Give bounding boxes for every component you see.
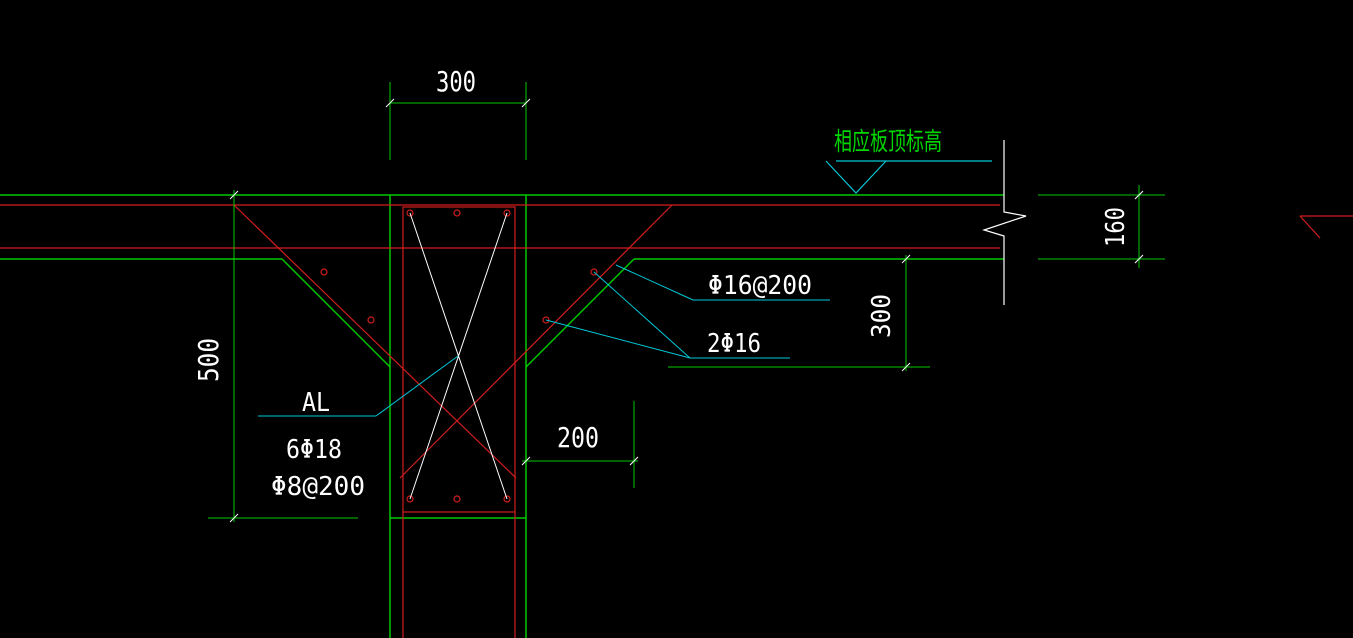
break-line-icon — [982, 140, 1027, 305]
beam-mark-label: AL — [302, 388, 330, 418]
haunch-bars-label: 2Φ16 — [707, 329, 761, 359]
dim-haunch-depth: 300 — [867, 294, 897, 338]
elevation-triangle-icon — [825, 160, 992, 194]
dim-column-width: 300 — [436, 65, 476, 98]
leader-lines — [258, 264, 830, 417]
slab-top-level-label: 相应板顶标高 — [834, 127, 942, 156]
rebar — [0, 204, 1000, 638]
beam-stirrups-label: Φ8@200 — [271, 472, 365, 502]
column-cross-ties — [409, 212, 508, 500]
beam-main-bars-label: 6Φ18 — [286, 435, 342, 465]
dim-haunch-width: 200 — [557, 421, 599, 454]
dim-slab-thickness: 160 — [1101, 207, 1131, 247]
red-corner-mark — [1299, 215, 1353, 239]
dim-height: 500 — [192, 338, 225, 382]
haunch-rebar-label: Φ16@200 — [708, 271, 812, 301]
dimension-lines — [208, 82, 1165, 523]
rebar-points — [320, 209, 598, 503]
concrete-outline — [0, 194, 1004, 638]
